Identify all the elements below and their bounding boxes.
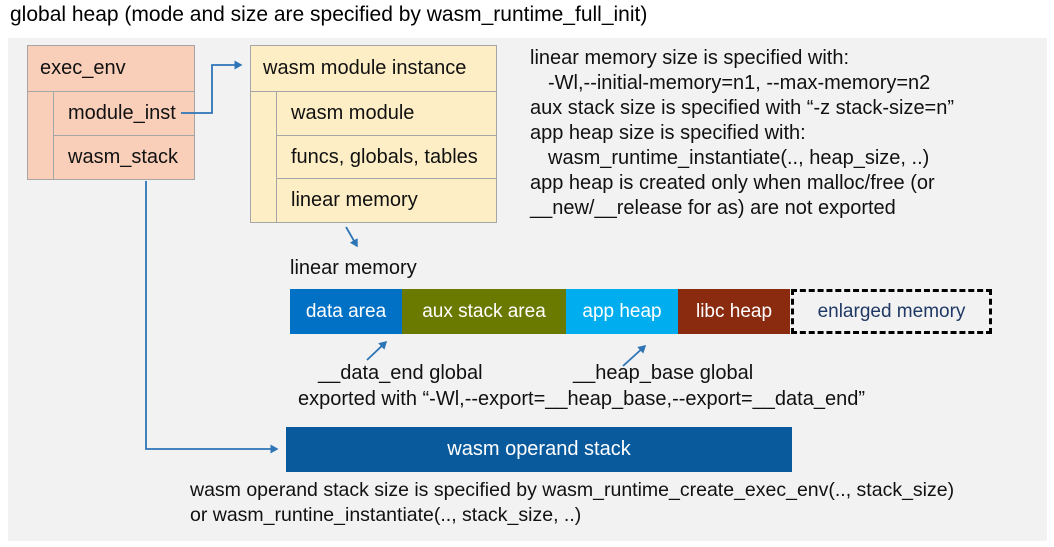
- export-note-label: exported with “-Wl,--export=__heap_base,…: [298, 388, 865, 410]
- exec-env-header: exec_env: [28, 46, 194, 92]
- module-instance-row-funcs-globals-tables: funcs, globals, tables: [277, 136, 496, 180]
- note-initial-max-memory: -Wl,--initial-memory=n1, --max-memory=n2: [548, 72, 931, 94]
- note-app-heap-created-1: app heap is created only when malloc/fre…: [530, 172, 935, 194]
- data-end-global-label: __data_end global: [318, 362, 483, 384]
- exec-env-body: module_inst wasm_stack: [28, 92, 194, 179]
- operand-stack-notes: wasm operand stack size is specified by …: [190, 478, 954, 528]
- note-app-heap-size: app heap size is specified with:: [530, 122, 806, 144]
- segment-app-heap: app heap: [566, 289, 678, 334]
- wasm-operand-stack-bar: wasm operand stack: [286, 427, 792, 472]
- exec-env-indent-strip: [28, 92, 54, 179]
- module-instance-indent-strip: [251, 92, 277, 222]
- note-linear-memory-size: linear memory size is specified with:: [530, 47, 849, 69]
- exec-env-box: exec_env module_inst wasm_stack: [27, 45, 195, 180]
- segment-data-area: data area: [290, 289, 402, 334]
- module-instance-row-wasm-module: wasm module: [277, 92, 496, 136]
- note-app-heap-created-2: __new/__release for as) are not exported: [530, 197, 896, 219]
- exec-env-row-wasm-stack: wasm_stack: [68, 146, 179, 168]
- memory-size-notes: linear memory size is specified with: -W…: [530, 46, 1045, 221]
- module-instance-box: wasm module instance wasm module funcs, …: [250, 45, 497, 223]
- segment-enlarged-memory: enlarged memory: [791, 289, 992, 334]
- module-instance-body: wasm module funcs, globals, tables linea…: [251, 92, 496, 222]
- operand-stack-note-1: wasm operand stack size is specified by …: [190, 479, 955, 501]
- operand-stack-note-2: or wasm_runtine_instantiate(.., stack_si…: [190, 504, 582, 526]
- module-instance-row-linear-memory: linear memory: [291, 189, 418, 212]
- segment-aux-stack-area: aux stack area: [402, 289, 566, 334]
- linear-memory-label: linear memory: [290, 257, 417, 279]
- page-title: global heap (mode and size are specified…: [10, 3, 648, 26]
- segment-libc-heap: libc heap: [678, 289, 790, 334]
- note-aux-stack-size: aux stack size is specified with “-z sta…: [530, 97, 955, 119]
- heap-base-global-label: __heap_base global: [573, 362, 754, 384]
- exec-env-row-module-inst: module_inst: [54, 92, 194, 136]
- note-runtime-instantiate: wasm_runtime_instantiate(.., heap_size, …: [548, 147, 930, 169]
- module-instance-header: wasm module instance: [251, 46, 496, 92]
